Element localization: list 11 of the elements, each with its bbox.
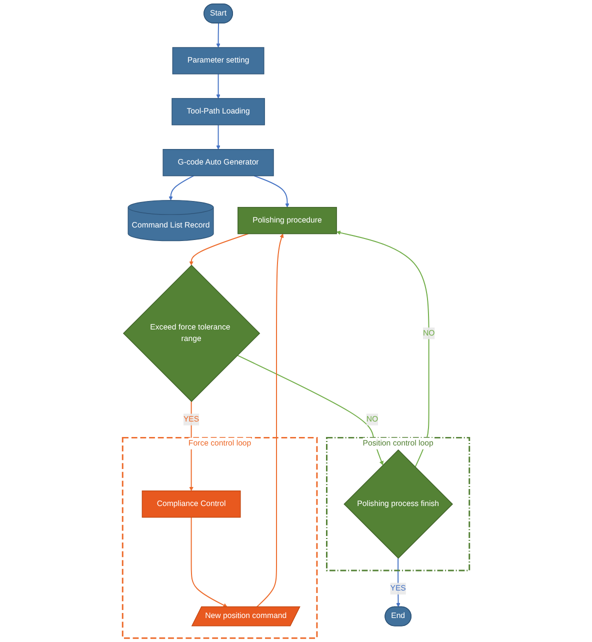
- arrow: [168, 175, 194, 200]
- arrow: [216, 22, 220, 48]
- arrow: [256, 234, 284, 608]
- arrow: [216, 73, 220, 99]
- arrow: [336, 230, 430, 468]
- arrow: [236, 354, 384, 466]
- arrow: [190, 516, 228, 608]
- arrow: [254, 175, 290, 208]
- arrow: [216, 124, 220, 150]
- arrow: [189, 233, 249, 266]
- arrow: [396, 558, 400, 608]
